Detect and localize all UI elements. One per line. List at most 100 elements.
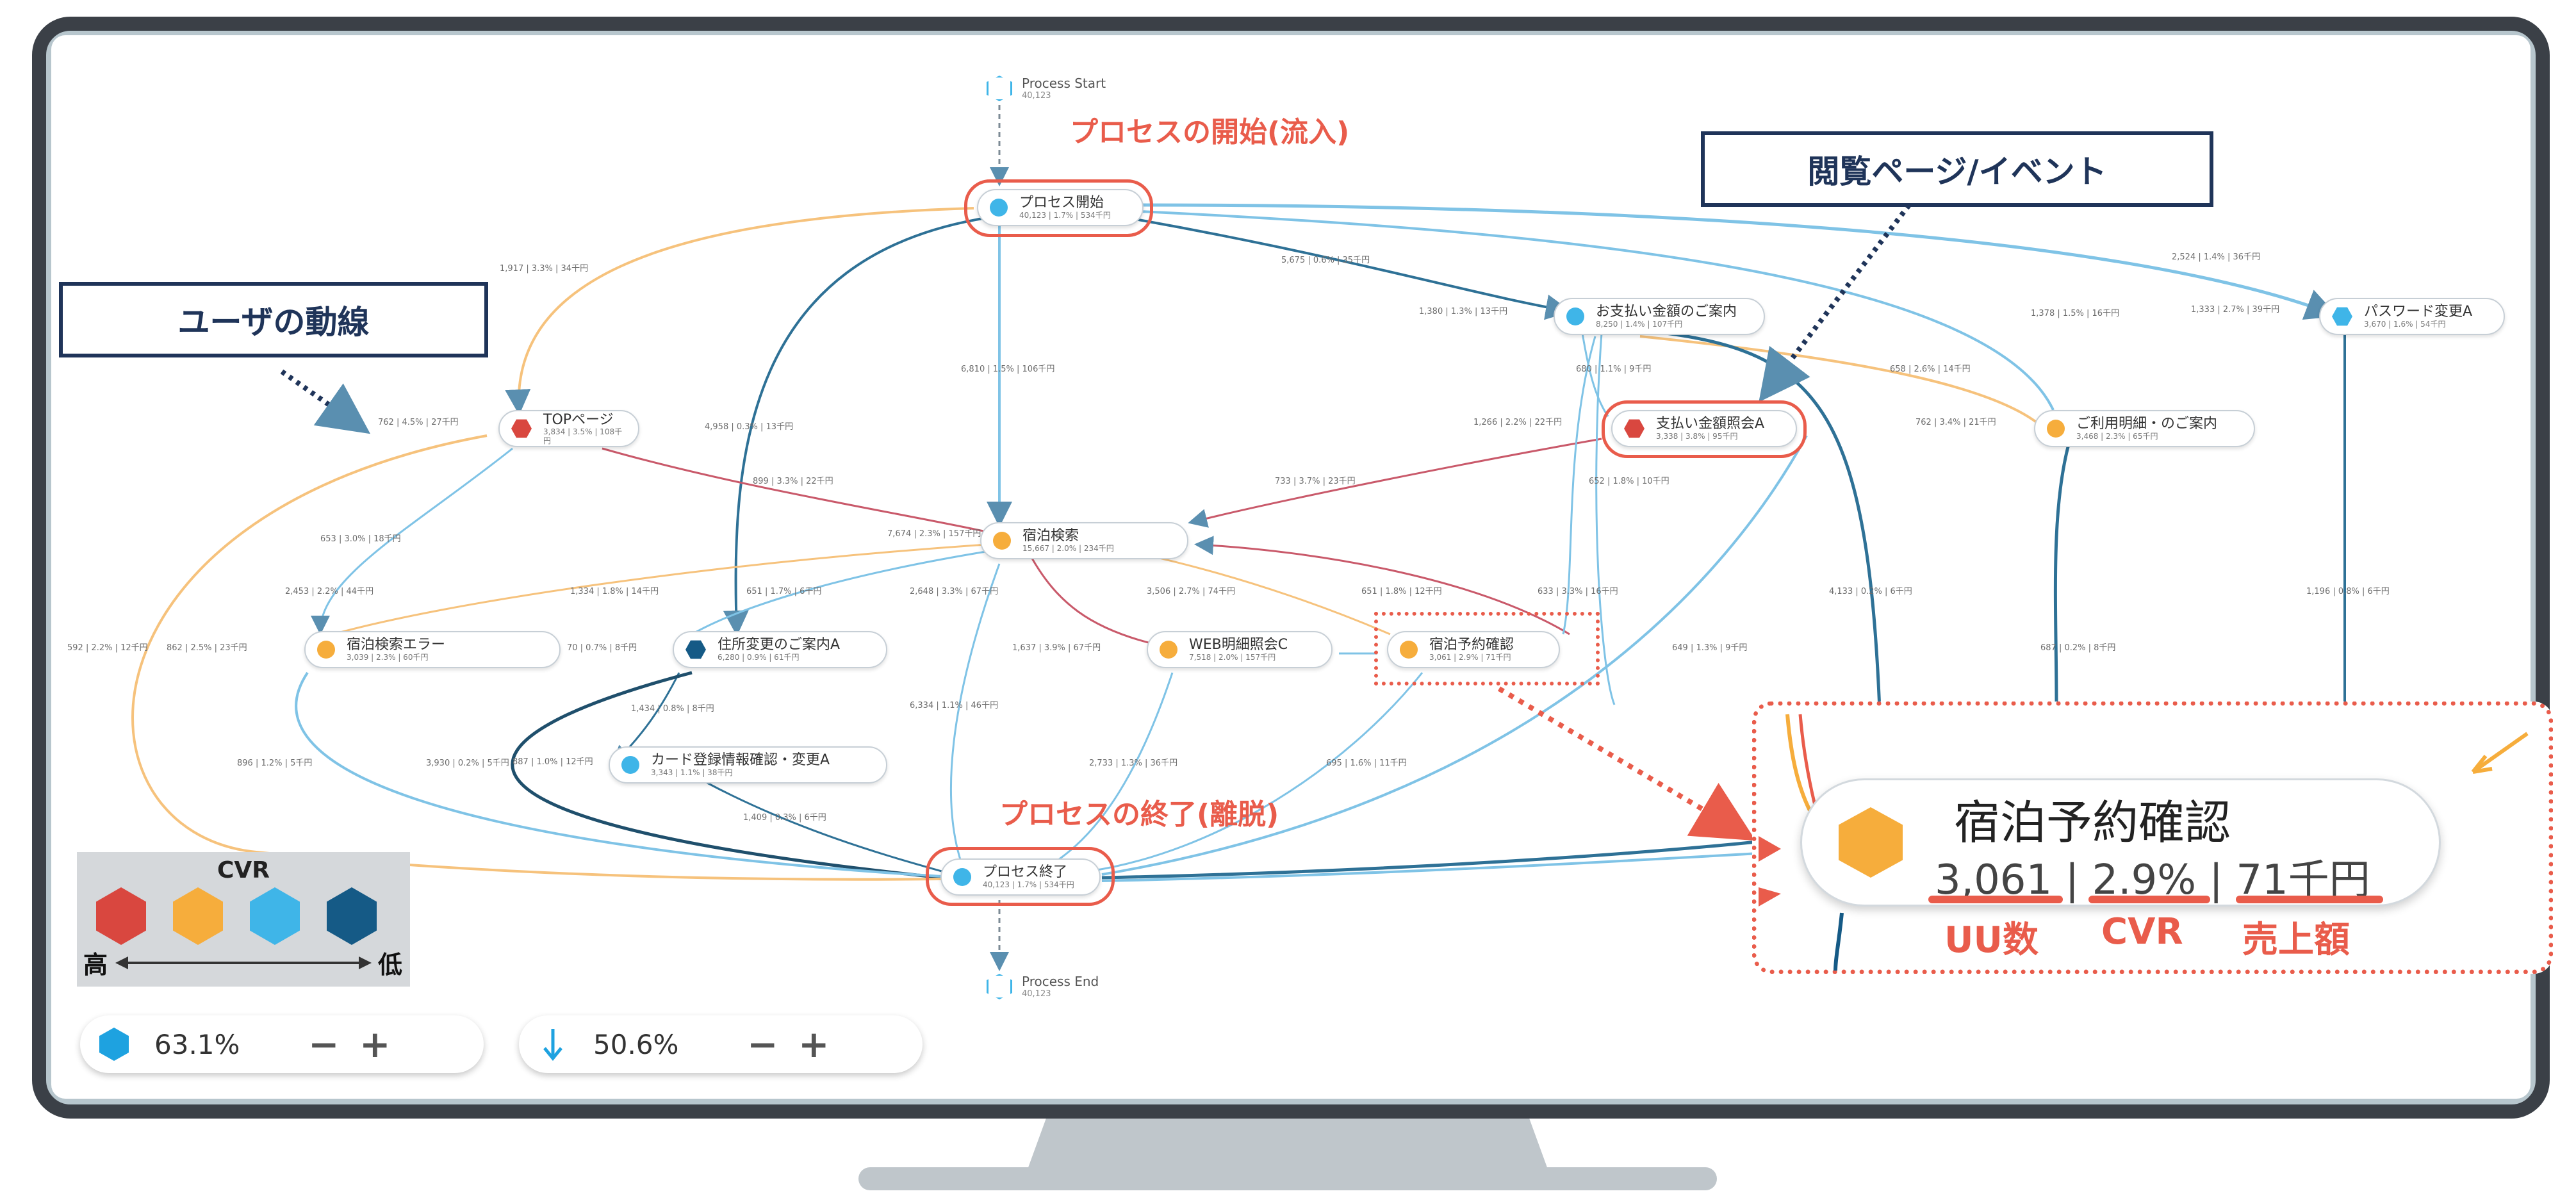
node-name: 支払い金額照会A <box>1656 416 1765 432</box>
edge-label: 7,674 | 2.3% | 157千円 <box>887 529 981 539</box>
node-dot-icon <box>621 756 639 774</box>
highlight-process-start <box>964 179 1153 237</box>
callout-page-event: 閲覧ページ/イベント <box>1701 131 2213 207</box>
zoom-label-uu: UU数 <box>1944 919 2039 961</box>
arrow-down-icon <box>543 1029 562 1061</box>
edge-label: 1,434 | 0.8% | 8千円 <box>631 704 714 714</box>
legend-hex-low-icon <box>327 887 377 945</box>
zoom-label-cvr: CVR <box>2101 911 2183 953</box>
edge-label: 862 | 2.5% | 23千円 <box>167 643 247 653</box>
node-filter-value: 63.1% <box>154 1028 240 1060</box>
node-stats: 3,468 | 2.3% | 65千円 <box>2076 431 2158 441</box>
zoom-node-title: 宿泊予約確認 <box>1954 796 2231 849</box>
edge-label: 1,917 | 3.3% | 34千円 <box>500 264 589 274</box>
edge-label: 1,409 | 0.3% | 6千円 <box>743 813 826 823</box>
process-start-title: プロセスの開始(流入) <box>1070 116 1350 149</box>
edge-label: 651 | 1.8% | 12千円 <box>1361 587 1442 596</box>
legend-low-label: 低 <box>378 951 403 979</box>
edge-label: 1,333 | 2.7% | 39千円 <box>2191 305 2280 315</box>
edge-label: 70 | 0.7% | 8千円 <box>567 643 637 653</box>
edge-label: 592 | 2.2% | 12千円 <box>67 643 148 653</box>
legend-hex-high-icon <box>96 887 146 945</box>
edge-search-web <box>1030 557 1154 645</box>
node-stats: 6,280 | 0.9% | 61千円 <box>718 652 800 662</box>
process-end-count: 40,123 <box>1022 989 1051 999</box>
edge-filter-value: 50.6% <box>593 1028 679 1060</box>
hex-node-icon <box>99 1028 129 1061</box>
legend-title: CVR <box>217 857 270 883</box>
edge-card-end <box>704 780 942 873</box>
edge-label: 887 | 1.0% | 12千円 <box>513 757 593 767</box>
zoom-label-sales: 売上額 <box>2242 919 2350 961</box>
node-stats: 3,834 | 3.5% | 108千円 <box>543 427 623 445</box>
edge-search-confirm <box>1127 550 1391 636</box>
edge-label: 4,133 | 0.2% | 6千円 <box>1829 587 1912 596</box>
underline-cvr <box>2088 896 2210 903</box>
edge-label: 896 | 1.2% | 5千円 <box>237 759 313 768</box>
node-dot-icon <box>1400 641 1418 659</box>
node-filter-plus-button[interactable]: + <box>359 1022 391 1066</box>
edge-label: 687 | 0.2% | 8千円 <box>2040 643 2116 653</box>
node-stats: 40,123 | 1.7% | 534千円 <box>1019 210 1111 220</box>
edge-label: 649 | 1.3% | 9千円 <box>1672 643 1748 653</box>
edge-label: 2,453 | 2.2% | 44千円 <box>285 587 374 596</box>
edge-label: 1,380 | 1.3% | 13千円 <box>1419 307 1508 316</box>
edge-label: 633 | 3.3% | 16千円 <box>1538 587 1618 596</box>
edge-start-usage <box>1140 210 2055 411</box>
highlight-payment-ref <box>1602 400 1807 458</box>
node-dot-icon <box>317 641 335 659</box>
process-start-label: Process Start <box>1022 76 1106 91</box>
node-name: プロセス開始 <box>1019 195 1104 211</box>
node-name: 宿泊予約確認 <box>1429 637 1514 653</box>
edge-start-top <box>505 207 974 415</box>
edge-label: 2,524 | 1.4% | 36千円 <box>2172 252 2261 262</box>
node-name: 住所変更のご案内A <box>718 637 841 653</box>
edge-label: 695 | 1.6% | 11千円 <box>1326 759 1407 768</box>
zoom-sep: | <box>2209 857 2223 904</box>
edge-usage-down <box>2053 441 2071 705</box>
node-name: パスワード変更A <box>2364 304 2473 320</box>
process-end-title: プロセスの終了(離脱) <box>999 798 1279 831</box>
node-filter-minus-button[interactable]: − <box>308 1022 340 1066</box>
node-dot-icon <box>2047 420 2065 438</box>
node-name: プロセス終了 <box>983 864 1068 881</box>
edge-filter-plus-button[interactable]: + <box>798 1022 830 1066</box>
pointer-page-event <box>1759 203 1912 402</box>
node-stats: 3,039 | 2.3% | 60千円 <box>347 652 429 662</box>
node-name: カード登録情報確認・変更A <box>651 752 830 769</box>
edge-label: 1,378 | 1.5% | 16千円 <box>2031 309 2120 318</box>
underline-sales <box>2236 896 2383 903</box>
edge-filter-control: 50.6% − + <box>519 1015 923 1073</box>
edge-label: 658 | 2.6% | 14千円 <box>1890 365 1971 374</box>
edge-label: 6,810 | 1.5% | 106千円 <box>961 365 1055 374</box>
edge-label: 2,648 | 3.3% | 67千円 <box>910 587 999 596</box>
node-dot-icon <box>1160 641 1177 659</box>
edge-label: 1,637 | 3.9% | 67千円 <box>1012 643 1101 653</box>
node-name: 宿泊検索エラー <box>347 637 446 653</box>
callout-user-flow: ユーザの動線 <box>59 282 488 357</box>
edge-address-end <box>511 671 942 880</box>
node-stats: 15,667 | 2.0% | 234千円 <box>1022 543 1114 553</box>
edge-label: 762 | 3.4% | 21千円 <box>1916 418 1996 427</box>
zoom-edges <box>1759 714 2529 971</box>
edge-filter-minus-button[interactable]: − <box>747 1022 778 1066</box>
legend-arrow-icon <box>115 956 372 969</box>
hex-orange-icon <box>1839 807 1903 878</box>
node-name: ご利用明細・のご案内 <box>2076 416 2218 432</box>
node-stats: 3,338 | 3.8% | 95千円 <box>1656 431 1738 441</box>
edge-start-payment <box>1127 217 1571 320</box>
edge-top-end <box>131 434 942 881</box>
